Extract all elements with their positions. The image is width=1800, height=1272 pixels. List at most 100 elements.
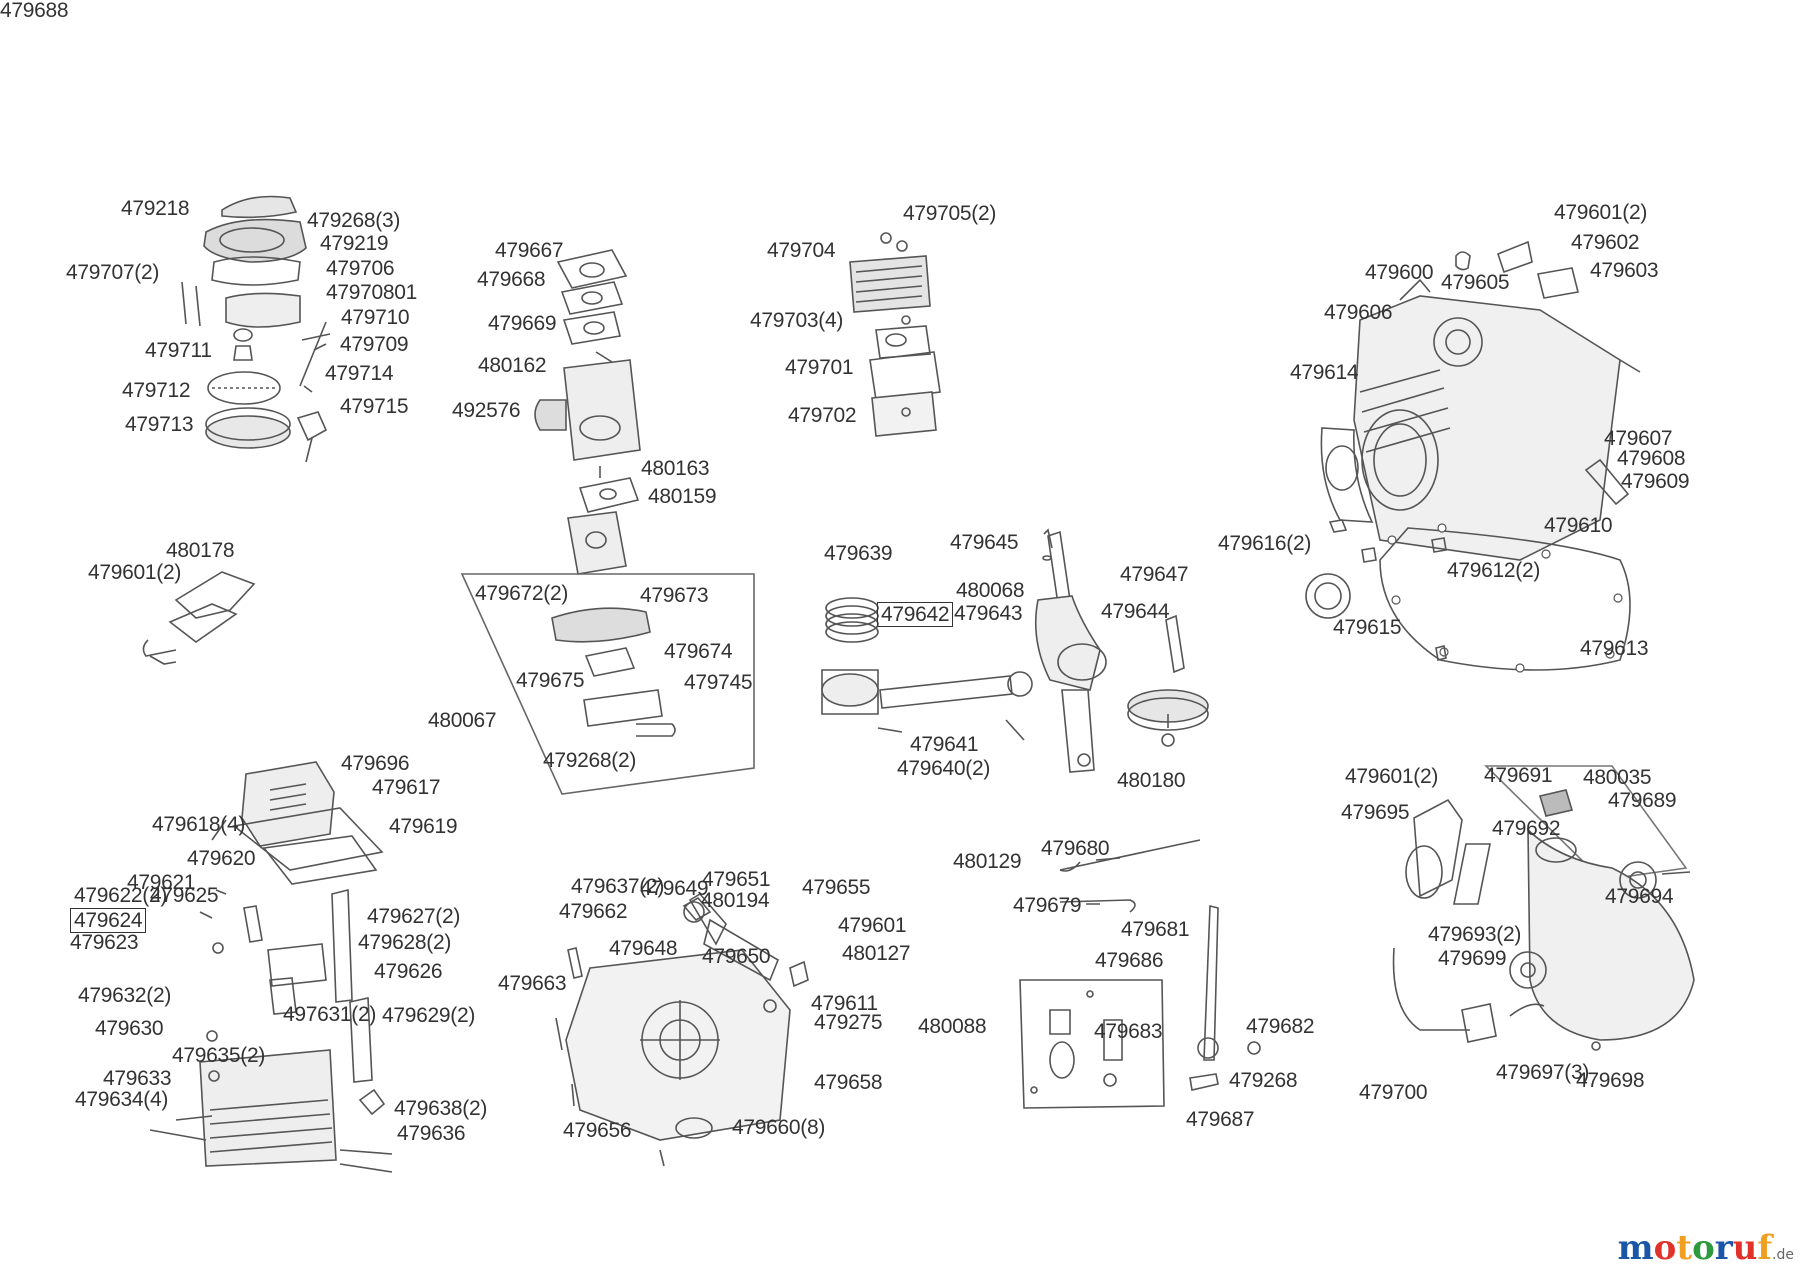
part-number-label: 479628(2) bbox=[358, 931, 452, 954]
cylinder-head-group bbox=[149, 761, 393, 1173]
part-number-label: 479648 bbox=[609, 937, 678, 960]
part-number-label: 479612(2) bbox=[1447, 559, 1541, 582]
part-number-label: 479640(2) bbox=[897, 757, 991, 780]
part-number-label: 479663 bbox=[498, 972, 567, 995]
part-number-label: 479218 bbox=[121, 197, 190, 220]
part-number-label: 479679 bbox=[1013, 894, 1082, 917]
part-number-label: 480162 bbox=[478, 354, 547, 377]
part-number-label: 479601(2) bbox=[1554, 201, 1648, 224]
part-number-label: 479219 bbox=[320, 232, 389, 255]
part-number-label: 479643 bbox=[954, 602, 1023, 625]
part-number-label: 479706 bbox=[326, 257, 395, 280]
fuel-tank-group bbox=[1392, 765, 1695, 1051]
part-number-label: 479693(2) bbox=[1428, 923, 1522, 946]
part-number-label: 479619 bbox=[389, 815, 458, 838]
part-number-label: 479668 bbox=[477, 268, 546, 291]
part-number-label: 479651 bbox=[702, 868, 771, 891]
part-number-label: 479707(2) bbox=[66, 261, 160, 284]
part-number-label: 479623 bbox=[70, 931, 139, 954]
part-number-label: 479601 bbox=[838, 914, 907, 937]
part-number-label: 479691 bbox=[1484, 764, 1553, 787]
part-number-label: 479626 bbox=[374, 960, 443, 983]
part-number-label: 480180 bbox=[1117, 769, 1186, 792]
part-number-label: 480163 bbox=[641, 457, 710, 480]
part-number-label: 479649 bbox=[640, 877, 709, 900]
part-number-label: 479700 bbox=[1359, 1081, 1428, 1104]
part-number-label: 480127 bbox=[842, 942, 911, 965]
part-number-label: 480035 bbox=[1583, 766, 1652, 789]
part-number-label: 479275 bbox=[814, 1011, 883, 1034]
part-number-label: 479686 bbox=[1095, 949, 1164, 972]
part-number-label: 479644 bbox=[1101, 600, 1170, 623]
part-number-label: 479638(2) bbox=[394, 1097, 488, 1120]
governor-lever-group bbox=[142, 571, 256, 665]
part-number-label: 479614 bbox=[1290, 361, 1359, 384]
part-number-label: 497631(2) bbox=[283, 1003, 377, 1026]
part-number-label: 479714 bbox=[325, 362, 394, 385]
part-number-label: 479603 bbox=[1590, 259, 1659, 282]
governor-plate-group bbox=[1019, 839, 1261, 1109]
part-number-label: 479616(2) bbox=[1218, 532, 1312, 555]
part-number-label: 479608 bbox=[1617, 447, 1686, 470]
part-number-label: 479637(2) bbox=[571, 875, 665, 898]
part-number-label: 47970801 bbox=[326, 281, 418, 304]
part-number-label: 479667 bbox=[495, 239, 564, 262]
part-number-label: 479632(2) bbox=[78, 984, 172, 1007]
part-number-label: 479701 bbox=[785, 356, 854, 379]
part-number-label: 479656 bbox=[563, 1119, 632, 1142]
part-number-label: 480129 bbox=[953, 850, 1022, 873]
part-number-label: 479674 bbox=[664, 640, 733, 663]
part-number-label: 479673 bbox=[640, 584, 709, 607]
part-number-label: 479698 bbox=[1576, 1069, 1645, 1092]
part-number-label: 479630 bbox=[95, 1017, 164, 1040]
part-number-label: 479655 bbox=[802, 876, 871, 899]
part-number-label: 480088 bbox=[918, 1015, 987, 1038]
part-number-label: 479672(2) bbox=[475, 582, 569, 605]
air-cleaner-group bbox=[460, 573, 755, 795]
logo-suffix: .de bbox=[1772, 1247, 1794, 1263]
part-number-label: 479639 bbox=[824, 542, 893, 565]
part-number-label: 479680 bbox=[1041, 837, 1110, 860]
part-number-label: 479745 bbox=[684, 671, 753, 694]
part-number-label: 479611 bbox=[811, 992, 878, 1015]
part-number-label: 479709 bbox=[340, 333, 409, 356]
part-number-label: 479613 bbox=[1580, 637, 1649, 660]
part-number-label: 479696 bbox=[341, 752, 410, 775]
part-number-label: 479627(2) bbox=[367, 905, 461, 928]
part-number-label: 479702 bbox=[788, 404, 857, 427]
part-number-label: 479712 bbox=[122, 379, 191, 402]
part-number-label: 479601(2) bbox=[88, 561, 182, 584]
part-number-label: 479600 bbox=[1365, 261, 1434, 284]
part-number-label: 479618(4) bbox=[152, 813, 246, 836]
part-number-label: 479699 bbox=[1438, 947, 1507, 970]
part-number-label: 479620 bbox=[187, 847, 256, 870]
part-number-label: 479645 bbox=[950, 531, 1019, 554]
part-number-label: 479658 bbox=[814, 1071, 883, 1094]
part-number-label: 479711 bbox=[145, 339, 212, 362]
part-number-label: 479669 bbox=[488, 312, 557, 335]
crankshaft-group bbox=[821, 528, 1209, 773]
part-number-label: 479641 bbox=[910, 733, 979, 756]
part-number-label: 479675 bbox=[516, 669, 585, 692]
part-number-label: 479601(2) bbox=[1345, 765, 1439, 788]
part-number-label: 479629(2) bbox=[382, 1004, 476, 1027]
part-number-label: 479268 bbox=[1229, 1069, 1298, 1092]
part-number-label: 479642 bbox=[877, 602, 954, 627]
part-number-label: 479268(3) bbox=[307, 209, 401, 232]
part-number-label: 479635(2) bbox=[172, 1044, 266, 1067]
part-number-label: 479605 bbox=[1441, 271, 1510, 294]
part-number-label: 479622(2) bbox=[74, 884, 168, 907]
part-number-label: 479621 bbox=[127, 871, 196, 894]
part-number-label: 479697(3) bbox=[1496, 1061, 1590, 1084]
part-number-label: 479662 bbox=[559, 900, 628, 923]
part-number-label: 479695 bbox=[1341, 801, 1410, 824]
part-number-label: 479705(2) bbox=[903, 202, 997, 225]
motoruf-logo: motoruf.de bbox=[1618, 1228, 1794, 1268]
part-number-label: 479633 bbox=[103, 1067, 172, 1090]
part-number-label: 479615 bbox=[1333, 616, 1402, 639]
part-number-label: 479694 bbox=[1605, 885, 1674, 908]
part-number-label: 479715 bbox=[340, 395, 409, 418]
part-number-label: 479617 bbox=[372, 776, 441, 799]
part-number-label: 480068 bbox=[956, 579, 1025, 602]
